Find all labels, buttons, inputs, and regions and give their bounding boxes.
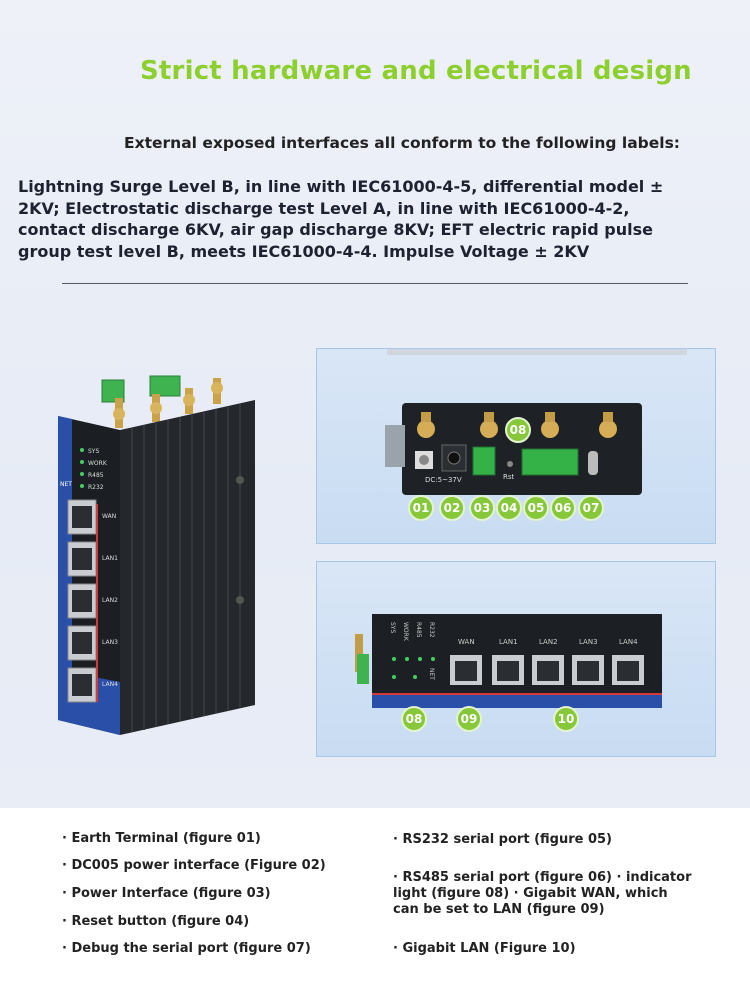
port-label-lan3: LAN3 [102,639,118,646]
feature-earth-terminal: · Earth Terminal (figure 01) [62,831,261,846]
led-label-r232: R232 [88,484,104,491]
reset-label: Rst [503,473,515,481]
net-label-front: NET [428,668,435,680]
power-voltage-label: DC:5~37V [425,476,462,484]
port-label-wan: WAN [102,513,116,520]
interfaces-subtitle: External exposed interfaces all conform … [124,134,680,152]
port-label-lan2: LAN2 [102,597,118,604]
front-view-image [355,614,662,708]
led-label-r232-front: R232 [428,622,435,638]
badge-03: 03 [469,495,495,521]
port-label-lan3-front: LAN3 [579,638,598,646]
feature-debug-serial: · Debug the serial port (figure 07) [62,941,311,956]
indicator-leds [80,448,84,488]
feature-gigabit-lan: · Gigabit LAN (Figure 10) [393,941,576,956]
led-label-r485: R485 [88,472,104,479]
top-antennas [101,375,223,428]
led-label-r485-front: R485 [415,622,422,638]
page-title: Strict hardware and electrical design [140,56,692,86]
top-view-image [385,349,687,495]
led-label-work-front: WORK [402,622,409,641]
led-label-work: WORK [88,460,108,467]
port-label-lan2-front: LAN2 [539,638,558,646]
front-view-panel: SYS WORK R485 R232 NET WAN LAN1 LAN2 LAN… [316,561,716,757]
feature-list: · Earth Terminal (figure 01) · DC005 pow… [0,808,750,1000]
port-label-lan4: LAN4 [102,681,118,688]
badge-04: 04 [496,495,522,521]
router-device-image: SYS WORK R485 R232 NET WAN LAN1 LAN2 LAN… [58,375,255,735]
badge-09: 09 [456,706,482,732]
port-label-lan1: LAN1 [102,555,118,562]
divider [62,283,688,284]
badge-07: 07 [578,495,604,521]
badge-01: 01 [408,495,434,521]
led-label-sys: SYS [88,448,99,455]
port-label-lan4-front: LAN4 [619,638,638,646]
badge-10: 10 [553,706,579,732]
feature-power-interface: · Power Interface (figure 03) [62,886,271,901]
led-label-sys-front: SYS [389,622,396,634]
feature-reset-button: · Reset button (figure 04) [62,914,250,929]
badge-02: 02 [439,495,465,521]
port-label-wan-front: WAN [458,638,475,646]
net-label: NET [60,481,72,488]
port-label-lan1-front: LAN1 [499,638,518,646]
ethernet-ports [67,499,98,703]
standards-description: Lightning Surge Level B, in line with IE… [18,177,664,261]
feature-rs485-indicator-wan: · RS485 serial port (figure 06) · indica… [393,870,692,917]
badge-08-front: 08 [401,706,427,732]
badge-05: 05 [523,495,549,521]
badge-08: 08 [505,417,531,443]
top-view-panel: DC:5~37V Rst 08 01 02 03 04 05 06 07 [316,348,716,544]
feature-rs232: · RS232 serial port (figure 05) [393,832,612,847]
feature-dc005-power: · DC005 power interface (Figure 02) [62,858,326,873]
badge-06: 06 [550,495,576,521]
